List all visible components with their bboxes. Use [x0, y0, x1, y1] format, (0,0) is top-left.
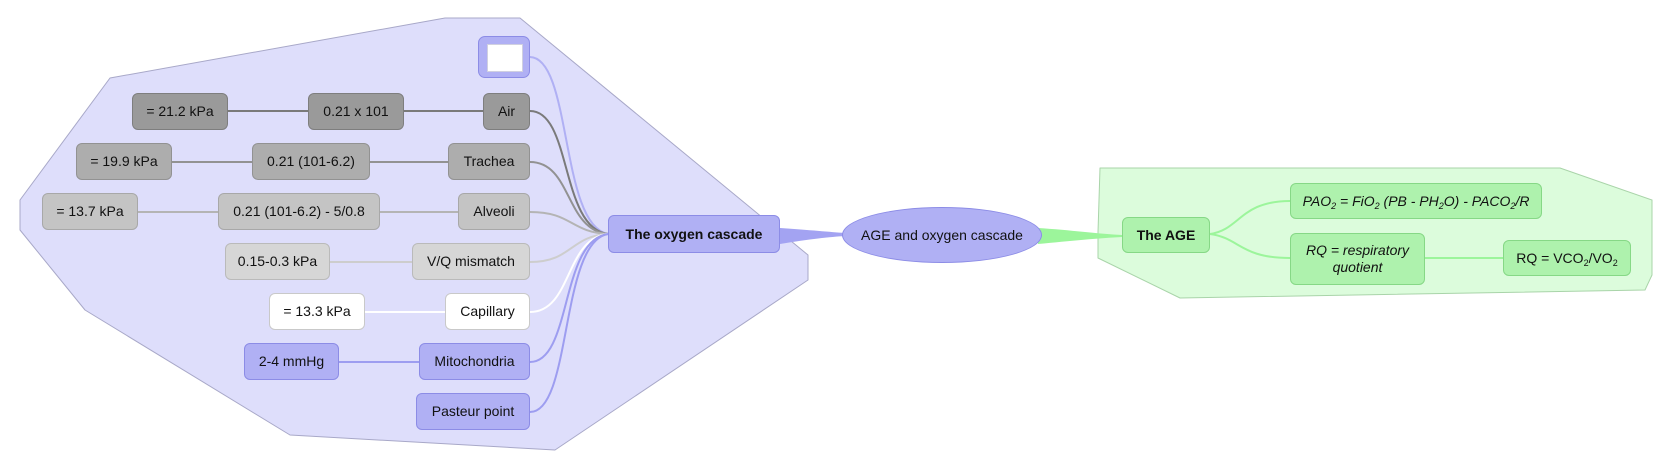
center-to-age-connector	[1038, 228, 1122, 244]
alveoli-node[interactable]: Alveoli	[458, 193, 530, 230]
capillary-value-node[interactable]: = 13.3 kPa	[269, 293, 365, 330]
trachea-value-node[interactable]: = 19.9 kPa	[76, 143, 172, 180]
link-age-rq	[1209, 233, 1291, 259]
pasteur-point-node[interactable]: Pasteur point	[416, 393, 530, 430]
trachea-node[interactable]: Trachea	[448, 143, 530, 180]
link-hub-air	[529, 110, 609, 235]
link-hub-trachea	[529, 161, 609, 235]
trachea-formula-node[interactable]: 0.21 (101-6.2)	[252, 143, 370, 180]
link-hub-mito	[529, 233, 609, 363]
alveoli-value-node[interactable]: = 13.7 kPa	[42, 193, 138, 230]
mitochondria-value-node[interactable]: 2-4 mmHg	[244, 343, 339, 380]
pao2-equation-node[interactable]: PAO2 = FiO2 (PB - PH2O) - PACO2/R	[1290, 183, 1542, 219]
age-hub[interactable]: The AGE	[1122, 217, 1210, 253]
rq-formula-node[interactable]: RQ = VCO2/VO2	[1503, 240, 1631, 276]
link-hub-pasteur	[529, 233, 609, 413]
link-hub-thumb	[529, 56, 609, 235]
pao2-equation: PAO2 = FiO2 (PB - PH2O) - PACO2/R	[1302, 192, 1530, 211]
link-age-pao2	[1209, 200, 1291, 235]
rq-formula: RQ = VCO2/VO2	[1516, 249, 1618, 268]
link-hub-alveoli	[529, 211, 609, 235]
center-to-oxygen-connector	[780, 228, 845, 244]
vq-mismatch-node[interactable]: V/Q mismatch	[412, 243, 530, 280]
oxygen-cascade-hub[interactable]: The oxygen cascade	[608, 215, 780, 253]
respiratory-quotient-node[interactable]: RQ = respiratory quotient	[1290, 233, 1425, 285]
alveoli-formula-node[interactable]: 0.21 (101-6.2) - 5/0.8	[218, 193, 380, 230]
capillary-node[interactable]: Capillary	[445, 293, 530, 330]
air-formula-node[interactable]: 0.21 x 101	[308, 93, 404, 130]
link-hub-vq	[529, 233, 609, 263]
mitochondria-node[interactable]: Mitochondria	[419, 343, 530, 380]
vq-value-node[interactable]: 0.15-0.3 kPa	[225, 243, 330, 280]
central-topic[interactable]: AGE and oxygen cascade	[842, 207, 1042, 263]
thumbnail-image	[487, 44, 523, 72]
image-thumbnail-node[interactable]	[478, 36, 530, 78]
air-value-node[interactable]: = 21.2 kPa	[132, 93, 228, 130]
air-node[interactable]: Air	[483, 93, 530, 130]
